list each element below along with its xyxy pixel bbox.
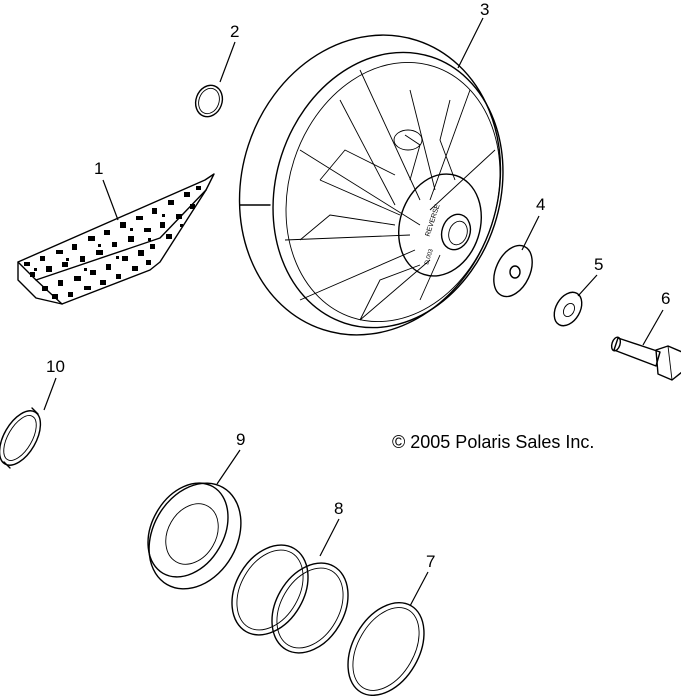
callout-2: 2: [230, 22, 240, 41]
callout-5: 5: [594, 255, 604, 274]
part-2-ring: [194, 84, 224, 118]
callout-8: 8: [334, 499, 344, 518]
part-8-rings: [231, 544, 349, 654]
callout-7: 7: [426, 552, 436, 571]
callout-1: 1: [94, 159, 104, 178]
part-1-wedge: [17, 173, 215, 305]
callout-3: 3: [480, 0, 490, 19]
part-4-washer: [493, 244, 533, 298]
part-3-sheave: [238, 34, 504, 336]
callout-4: 4: [536, 195, 546, 214]
part-5-washer: [553, 291, 583, 327]
part-6-bolt: [610, 336, 681, 381]
hub-brand-text: REVERSE: [425, 203, 442, 237]
part-7-ring: [347, 601, 425, 696]
callout-9: 9: [236, 430, 246, 449]
hub-part-text: D.003: [424, 248, 435, 266]
part-10-snap-ring: [0, 407, 42, 469]
leader-lines: [43, 17, 664, 607]
part-9-cover: [147, 482, 242, 590]
copyright-notice: © 2005 Polaris Sales Inc.: [392, 432, 595, 452]
callout-10: 10: [46, 357, 65, 376]
callout-6: 6: [661, 289, 671, 308]
